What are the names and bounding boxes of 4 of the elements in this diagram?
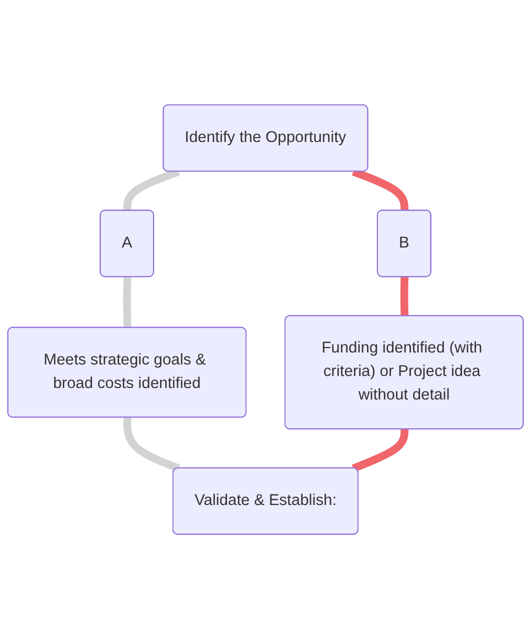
connector: [123, 418, 180, 472]
connector: [123, 276, 132, 328]
connector: [400, 276, 408, 318]
connector: [352, 429, 408, 472]
